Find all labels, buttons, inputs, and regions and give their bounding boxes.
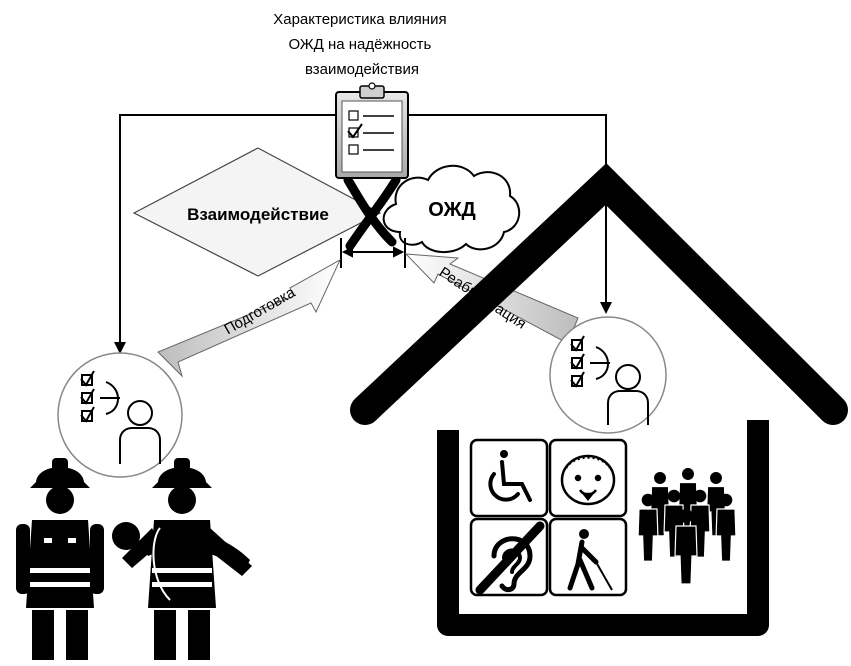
blind-person-icon	[567, 529, 613, 591]
arrowhead-right-down	[600, 302, 612, 314]
baby-face-icon	[560, 454, 616, 506]
gap-dimension-marker	[340, 238, 406, 268]
title-line-3: взаимодействия	[305, 61, 419, 78]
firefighter-right-icon	[112, 458, 252, 660]
crowd-person	[674, 509, 698, 585]
title-line-1: Характеристика влияния	[273, 11, 446, 28]
crowd-person	[715, 493, 737, 562]
title-line-2: ОЖД на надёжность	[288, 36, 431, 53]
house-walls	[437, 420, 769, 636]
house-roof	[350, 163, 848, 425]
crowd-person	[637, 493, 659, 562]
clipboard-checklist-icon	[335, 82, 409, 179]
cross-mark-icon	[343, 175, 401, 251]
evaluator-circle-right	[549, 316, 667, 434]
evaluator-circle-left	[57, 352, 183, 478]
diagram-title: Характеристика влияния ОЖД на надёжность…	[273, 11, 451, 78]
rescued-person-icon	[112, 522, 250, 601]
firefighter-left-icon	[16, 458, 104, 660]
hearing-impaired-icon	[475, 521, 545, 595]
interaction-diamond	[132, 147, 382, 277]
crowd-icon	[637, 468, 737, 585]
feedback-connectors	[119, 114, 607, 345]
wheelchair-icon	[488, 450, 532, 502]
interaction-label: Взаимодействие	[187, 205, 329, 224]
ozhd-cloud	[382, 164, 520, 253]
ozhd-label: ОЖД	[428, 199, 476, 221]
training-arrow	[157, 258, 342, 378]
arrowhead-left-down	[114, 342, 126, 354]
